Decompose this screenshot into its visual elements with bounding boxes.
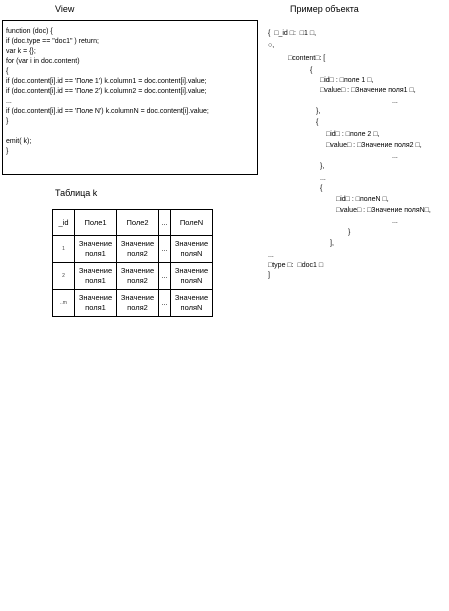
- table-header-cell: _id: [52, 209, 75, 236]
- json-line: □id□ : □полеN □,: [336, 196, 389, 203]
- table-cell-id: 1: [52, 235, 75, 263]
- table-cell-id: 2: [52, 262, 75, 290]
- json-line: ...: [392, 218, 398, 225]
- table-cell: Значение поля2: [116, 262, 159, 290]
- json-line: ]: [268, 272, 270, 279]
- json-line: { □_id □: □1 □,: [268, 30, 317, 37]
- table-cell: Значение поля2: [116, 235, 159, 263]
- code-line: if (doc.content[i].id == 'Поле N') k.col…: [6, 108, 209, 115]
- json-line: {: [310, 67, 313, 74]
- json-line: },: [316, 108, 321, 115]
- json-line: ...: [392, 98, 398, 105]
- json-line: □value□ : □Значение поляN□,: [336, 207, 431, 214]
- json-line: □value□ : □Значение поля1 □,: [320, 87, 416, 94]
- json-line: □value□ : □Значение поля2 □,: [326, 142, 422, 149]
- table-row: 2 Значение поля1 Значение поля2 ... Знач…: [52, 262, 213, 290]
- json-line: □type □: □doc1 □: [268, 262, 324, 269]
- table-header-cell: Поле1: [74, 209, 117, 236]
- code-line: function (doc) {: [6, 28, 53, 35]
- view-code-box: function (doc) { if (doc.type == "doc1" …: [2, 20, 258, 175]
- json-line: ○,: [268, 42, 275, 49]
- table-header-row: _id Поле1 Поле2 ... ПолеN: [52, 209, 213, 236]
- table-cell: ...: [158, 289, 171, 317]
- table-header-cell: ПолеN: [170, 209, 213, 236]
- code-line: ...: [6, 98, 12, 105]
- table-cell: Значение поля2: [116, 289, 159, 317]
- table-cell: Значение поляN: [170, 262, 213, 290]
- json-line: },: [320, 163, 325, 170]
- table-cell-id: ..m: [52, 289, 75, 317]
- json-line: {: [316, 119, 319, 126]
- table-cell: Значение поляN: [170, 289, 213, 317]
- json-line: ...: [392, 153, 398, 160]
- table-row: ..m Значение поля1 Значение поля2 ... Зн…: [52, 289, 213, 317]
- table-cell: Значение поляN: [170, 235, 213, 263]
- json-line: □id□ : □поле 2 □,: [326, 131, 380, 138]
- json-line: ...: [320, 175, 326, 182]
- table-cell: ...: [158, 235, 171, 263]
- table-k: _id Поле1 Поле2 ... ПолеN 1 Значение пол…: [52, 209, 213, 317]
- table-header-cell: ...: [158, 209, 171, 236]
- table-row: 1 Значение поля1 Значение поля2 ... Знач…: [52, 235, 213, 263]
- json-line: {: [320, 185, 323, 192]
- json-line: }: [348, 229, 351, 236]
- table-cell: Значение поля1: [74, 262, 117, 290]
- code-line: var k = {};: [6, 48, 36, 55]
- code-line: }: [6, 118, 9, 125]
- code-line: if (doc.type == "doc1" ) return;: [6, 38, 99, 45]
- json-line: ],: [330, 240, 334, 247]
- table-cell: Значение поля1: [74, 289, 117, 317]
- json-line: □content□: [: [288, 55, 326, 62]
- example-object-title: Пример объекта: [290, 4, 359, 14]
- code-line: if (doc.content[i].id == 'Поле 1') k.col…: [6, 78, 207, 85]
- table-cell: ...: [158, 262, 171, 290]
- code-line: {: [6, 68, 9, 75]
- table-title: Таблица k: [55, 188, 98, 198]
- view-title: View: [55, 4, 75, 14]
- code-line: }: [6, 148, 9, 155]
- code-line: emit( k);: [6, 138, 32, 145]
- table-cell: Значение поля1: [74, 235, 117, 263]
- code-line: if (doc.content[i].id == 'Поле 2') k.col…: [6, 88, 207, 95]
- json-line: □id□ : □поле 1 □,: [320, 77, 374, 84]
- table-header-cell: Поле2: [116, 209, 159, 236]
- json-line: ...: [268, 252, 274, 259]
- code-line: for (var i in doc.content): [6, 58, 80, 65]
